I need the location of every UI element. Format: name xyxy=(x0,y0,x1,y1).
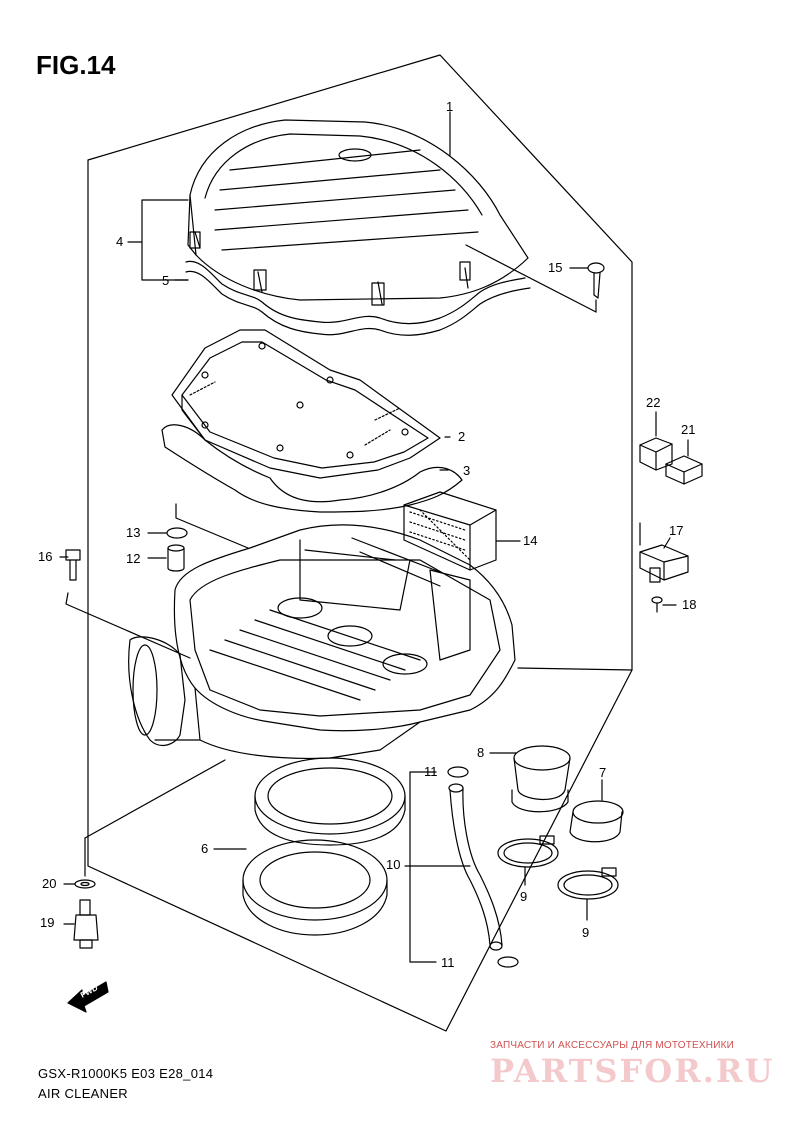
screw-15 xyxy=(465,244,605,313)
watermark-tagline: ЗАПЧАСТИ И АКСЕССУАРЫ ДЛЯ МОТОТЕХНИКИ xyxy=(490,1040,735,1051)
air-cleaner-cap xyxy=(187,119,529,306)
figure-title: FIG.14 xyxy=(36,50,116,80)
callout-11b: 11 xyxy=(441,955,455,970)
callout-4: 4 xyxy=(116,234,124,249)
hose-clamp-9a xyxy=(497,835,559,886)
section-name: AIR CLEANER xyxy=(38,1086,128,1101)
callout-12: 12 xyxy=(126,551,141,566)
callout-2: 2 xyxy=(458,429,466,444)
model-code: GSX-R1000K5 E03 E28_014 xyxy=(38,1066,214,1081)
intake-funnel xyxy=(254,757,406,846)
washer-20 xyxy=(63,879,96,889)
callout-15: 15 xyxy=(548,260,563,275)
callout-22: 22 xyxy=(646,395,661,410)
intake-air-temp-sensor xyxy=(639,522,689,583)
foam-element xyxy=(403,491,521,571)
connector-21 xyxy=(665,439,703,485)
callout-9b: 9 xyxy=(582,925,590,940)
callout-13: 13 xyxy=(126,525,141,540)
callout-5: 5 xyxy=(162,273,170,288)
connector-22 xyxy=(639,411,673,471)
callout-3: 3 xyxy=(463,463,471,478)
screw-18 xyxy=(651,596,677,613)
callout-19: 19 xyxy=(40,915,55,930)
callout-16: 16 xyxy=(38,549,53,564)
callout-21: 21 xyxy=(681,422,696,437)
hose-clip-11b xyxy=(497,956,519,968)
drain-hose xyxy=(404,771,503,963)
callout-10: 10 xyxy=(386,857,401,872)
watermark-logo: PARTSFOR.RU xyxy=(490,1052,775,1090)
air-filter-element xyxy=(171,329,441,479)
sensor-19 xyxy=(63,899,99,949)
funnel-ring xyxy=(213,839,388,936)
filter-seal xyxy=(161,424,463,513)
cap-seal xyxy=(185,260,526,325)
callout-11a: 11 xyxy=(424,764,438,779)
callout-17: 17 xyxy=(669,523,684,538)
grommet-12 xyxy=(147,544,185,572)
assembly-frame xyxy=(87,54,633,1032)
callout-14: 14 xyxy=(523,533,538,548)
intake-boot xyxy=(489,745,571,813)
callout-8: 8 xyxy=(477,745,485,760)
callout-9a: 9 xyxy=(520,889,528,904)
intake-boot-2 xyxy=(569,779,624,843)
callout-18: 18 xyxy=(682,597,697,612)
callout-7: 7 xyxy=(599,765,607,780)
air-cleaner-case xyxy=(128,524,516,760)
clip-13 xyxy=(147,527,188,539)
hose-clamp-9b xyxy=(557,867,619,921)
callout-1: 1 xyxy=(446,99,454,114)
hose-clip-11a xyxy=(447,766,469,778)
bolt-16 xyxy=(59,549,191,659)
callout-6: 6 xyxy=(201,841,209,856)
callout-20: 20 xyxy=(42,876,57,891)
fwd-arrow-icon xyxy=(67,981,109,1013)
